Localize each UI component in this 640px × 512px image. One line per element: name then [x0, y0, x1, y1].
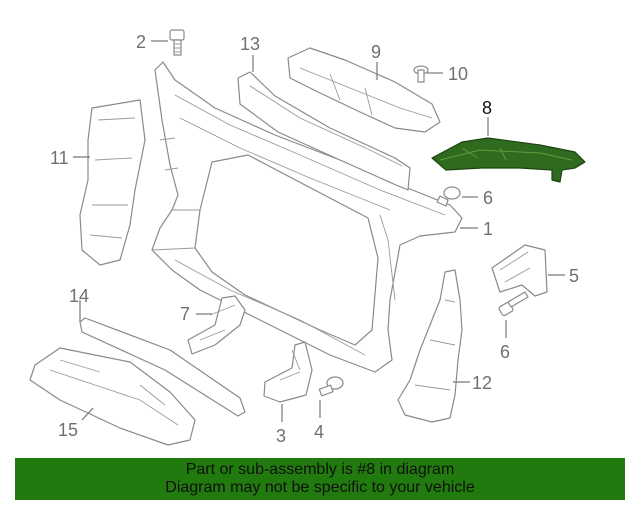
banner-line-1: Part or sub-assembly is #8 in diagram — [185, 461, 455, 478]
part-12-lower-shield — [397, 269, 463, 423]
part-11-side-shield — [79, 99, 146, 266]
callout-labels: 2 13 9 10 8 6 1 5 6 12 4 3 7 14 11 15 — [50, 32, 579, 446]
part-1-radiator-support — [151, 61, 463, 373]
part-9-deflector — [287, 47, 441, 133]
banner-line-2: Diagram may not be specific to your vehi… — [165, 479, 475, 496]
callout-7: 7 — [180, 304, 190, 324]
part-6-lower-bolt — [498, 291, 529, 317]
leader-lines — [73, 40, 565, 422]
callout-15: 15 — [58, 420, 78, 440]
callout-14: 14 — [69, 286, 89, 306]
callout-13: 13 — [240, 34, 260, 54]
callout-8: 8 — [482, 98, 492, 118]
parts-diagram: 2 13 9 10 8 6 1 5 6 12 4 3 7 14 11 15 — [29, 29, 586, 446]
part-10-clip — [413, 65, 429, 83]
info-banner: Part or sub-assembly is #8 in diagram Di… — [15, 458, 625, 500]
callout-11: 11 — [50, 148, 69, 168]
callout-1: 1 — [483, 219, 493, 239]
part-5-bracket — [491, 244, 548, 297]
callout-4: 4 — [314, 422, 324, 442]
callout-9: 9 — [371, 42, 381, 62]
part-3-bracket — [263, 341, 313, 403]
part-2-bolt — [169, 29, 185, 56]
callout-2: 2 — [136, 32, 146, 52]
part-6-upper-bolt — [436, 186, 461, 207]
callout-6-upper: 6 — [483, 188, 493, 208]
callout-10: 10 — [448, 64, 468, 84]
callout-6-lower: 6 — [500, 342, 510, 362]
callout-5: 5 — [569, 266, 579, 286]
callout-12: 12 — [472, 373, 492, 393]
part-14-seal — [79, 317, 246, 417]
part-4-bolt — [318, 376, 344, 397]
part-13-seal — [237, 71, 411, 191]
callout-3: 3 — [276, 426, 286, 446]
part-7-bracket — [187, 295, 246, 355]
part-15-splash-shield — [29, 347, 196, 446]
part-8-highlighted — [431, 137, 586, 183]
